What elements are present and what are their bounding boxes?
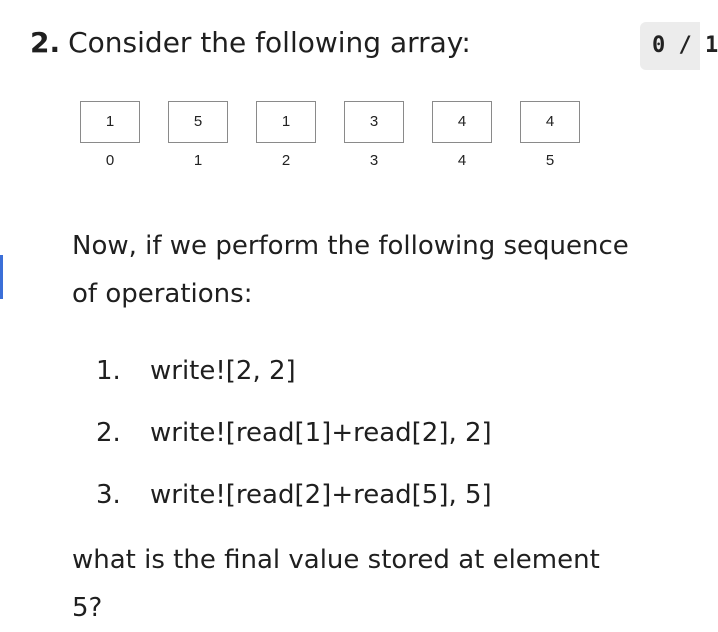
question-prompt: Consider the following array:: [68, 26, 471, 59]
operation-number: 2.: [96, 418, 121, 448]
operation-item: 3. write![read[2]+read[5], 5]: [96, 471, 492, 533]
array-index-3: 3: [369, 152, 379, 169]
operation-number: 3.: [96, 480, 121, 510]
array-index-4: 4: [457, 152, 467, 169]
operations-list: 1. write![2, 2] 2. write![read[1]+read[2],…: [96, 347, 492, 533]
question-header: 2.Consider the following array:: [30, 26, 471, 60]
operation-number: 1.: [96, 356, 121, 386]
intro-text: Now, if we perform the following sequenc…: [72, 231, 629, 309]
operation-text: write![read[1]+read[2], 2]: [150, 418, 492, 448]
operation-item: 1. write![2, 2]: [96, 347, 492, 409]
array-index-5: 5: [545, 152, 555, 169]
array-index-0: 0: [105, 152, 115, 169]
operation-item: 2. write![read[1]+read[2], 2]: [96, 409, 492, 471]
array-index-2: 2: [281, 152, 291, 169]
array-cell-4: 4: [432, 101, 492, 143]
array-diagram: 1 5 1 3 4 4 0 1 2 3 4 5: [0, 0, 700, 190]
question-number: 2.: [30, 26, 61, 59]
operation-text: write![2, 2]: [150, 356, 296, 386]
array-cell-0: 1: [80, 101, 140, 143]
operation-text: write![read[2]+read[5], 5]: [150, 480, 492, 510]
final-question: what is the final value stored at elemen…: [72, 545, 600, 623]
array-cell-3: 3: [344, 101, 404, 143]
array-cell-5: 4: [520, 101, 580, 143]
left-accent-bar: [0, 255, 3, 299]
array-index-1: 1: [193, 152, 203, 169]
array-cell-1: 5: [168, 101, 228, 143]
score-badge: 0 / 1: [640, 22, 718, 70]
array-cell-2: 1: [256, 101, 316, 143]
